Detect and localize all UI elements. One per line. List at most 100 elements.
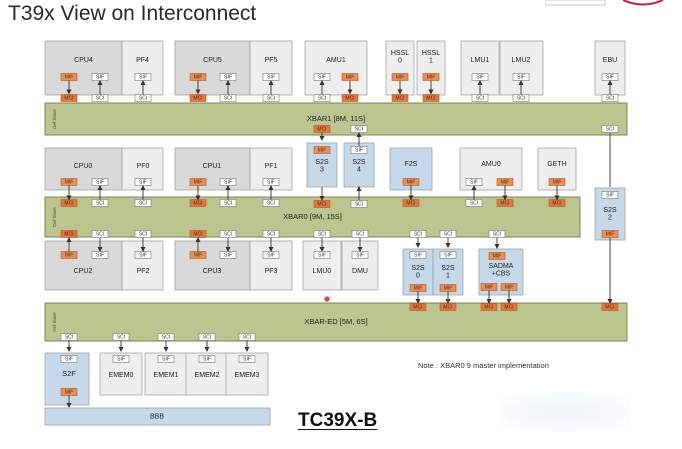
background-glow — [500, 392, 630, 432]
geth-block — [537, 147, 577, 191]
lmu2-block — [499, 40, 544, 96]
cpu4-a-mci-port — [60, 94, 78, 102]
ebu-label: EBU — [603, 57, 617, 64]
amu1-s-sif-text: SIF — [318, 75, 326, 81]
dmu-sif-text: SIF — [356, 253, 364, 259]
dmu-label: DMU — [352, 268, 368, 275]
xbared-label: XBAR-ED [5M, 6S] — [304, 317, 367, 326]
cursor-dot — [324, 296, 330, 302]
cpu2-label: CPU2 — [74, 268, 93, 275]
sadma-a-mif-text: MIF — [485, 285, 494, 291]
hssl0-mci-port — [391, 94, 409, 102]
pf4-sif-text: SIF — [139, 75, 147, 81]
s2s2-mif-mif-text: MIF — [606, 232, 615, 238]
cpu0-label: CPU0 — [74, 163, 93, 170]
cpu1-a-mif-text: MIF — [194, 180, 203, 186]
s2s0-mif-text: MIF — [414, 286, 423, 292]
s2s1-bus-mci-port — [439, 303, 457, 311]
cpu4-a-mif-text: MIF — [65, 75, 74, 81]
emem3-sif-port — [238, 355, 256, 363]
hssl1-mif-text: MIF — [427, 75, 436, 81]
lmu1-sif-text: SIF — [476, 75, 484, 81]
pf0-label: PF0 — [137, 163, 150, 170]
pf1-sci-text: SCI — [267, 201, 275, 207]
cpu2-b-sif-text: SIF — [96, 253, 104, 259]
pf5-label: PF5 — [265, 57, 278, 64]
s2s3-mif-text: MIF — [318, 148, 327, 154]
dmu-sci-text: SCI — [356, 232, 364, 238]
pf2-block — [121, 240, 164, 291]
pf4-label: PF4 — [136, 57, 149, 64]
cpu0-b-sif-text: SIF — [96, 180, 104, 186]
cpu3-a-mci-text: MCI — [193, 232, 202, 238]
amu1-label: AMU1 — [326, 57, 346, 64]
amu1-m-mif-text: MIF — [346, 75, 355, 81]
cpu0-a-mci-text: MCI — [64, 201, 73, 207]
s2f-sif-text: SIF — [65, 357, 73, 363]
emem0-bus-sci-text: SCI — [117, 335, 125, 341]
emem1-label: EMEM1 — [154, 372, 179, 379]
xbared-side-label: Def Slave — [52, 312, 57, 332]
s2s4-sif-port — [350, 146, 368, 154]
pf1-label: PF1 — [265, 163, 278, 170]
amu0-label: AMU0 — [481, 161, 501, 168]
corner-logo — [545, 0, 665, 10]
cpu3-label: CPU3 — [203, 268, 222, 275]
s2s4-sif-text: SIF — [355, 148, 363, 154]
pf4-sci-text: SCI — [139, 96, 147, 102]
emem2-sif-port — [198, 355, 216, 363]
emem0-sif-port — [112, 355, 130, 363]
pf5-sif-text: SIF — [267, 75, 275, 81]
cpu3-a-mif-text: MIF — [194, 253, 203, 259]
hssl0-mif-text: MIF — [396, 75, 405, 81]
cpu1-a-mci-text: MCI — [193, 201, 202, 207]
lmu2-sci-text: SCI — [517, 96, 525, 102]
amu1-block — [304, 40, 368, 96]
cpu4-b-sif-text: SIF — [96, 75, 104, 81]
emem1-sif-port — [157, 355, 175, 363]
lmu2-label: LMU2 — [512, 57, 531, 64]
s2s2-bus-mci-port — [601, 303, 619, 311]
cpu0-a-mif-text: MIF — [65, 180, 74, 186]
cpu4-b-sci-text: SCI — [96, 96, 104, 102]
note-text: Note : XBAR0 9 master implementation — [418, 361, 549, 370]
cpu4-a-mci-text: MCI — [64, 96, 73, 102]
emem3-sif-text: SIF — [243, 357, 251, 363]
cpu1-label: CPU1 — [203, 163, 222, 170]
pf3-label: PF3 — [265, 268, 278, 275]
s2s0-sif-text: SIF — [414, 253, 422, 259]
emem1-bus-sci-text: SCI — [162, 335, 170, 341]
emem2-sif-text: SIF — [203, 357, 211, 363]
pf1-sif-text: SIF — [267, 180, 275, 186]
pf5-sci-text: SCI — [267, 96, 275, 102]
emem0-sif-text: SIF — [117, 357, 125, 363]
s2s0-bus-mci-port — [409, 303, 427, 311]
ebu-sif-text: SIF — [606, 75, 614, 81]
s2s2-mif-mif-port — [601, 230, 619, 238]
cpu2-b-sci-text: SCI — [96, 232, 104, 238]
pf4-block — [121, 40, 164, 96]
cpu3-block — [174, 240, 251, 291]
cpu1-b-sif-text: SIF — [224, 180, 232, 186]
geth-label: GETH — [547, 161, 566, 168]
cpu5-a-mci-text: MCI — [193, 96, 202, 102]
s2s0-bus-mci-text: MCI — [413, 305, 422, 311]
s2s3-mif-port — [313, 146, 331, 154]
s2s1-mif-text: MIF — [444, 286, 453, 292]
lmu0-sci-text: SCI — [318, 232, 326, 238]
emem1-sif-text: SIF — [162, 357, 170, 363]
amu0-s-sif-text: SIF — [470, 180, 478, 186]
cpu5-b-sci-text: SCI — [224, 96, 232, 102]
xbar1-bus — [44, 102, 628, 136]
xbared-bus — [44, 302, 628, 342]
cpu5-label: CPU5 — [203, 57, 222, 64]
s2s4-bottom-sci-port — [350, 200, 368, 208]
sadma-b-mif-text: MIF — [505, 285, 514, 291]
pf0-sif-text: SIF — [139, 180, 147, 186]
